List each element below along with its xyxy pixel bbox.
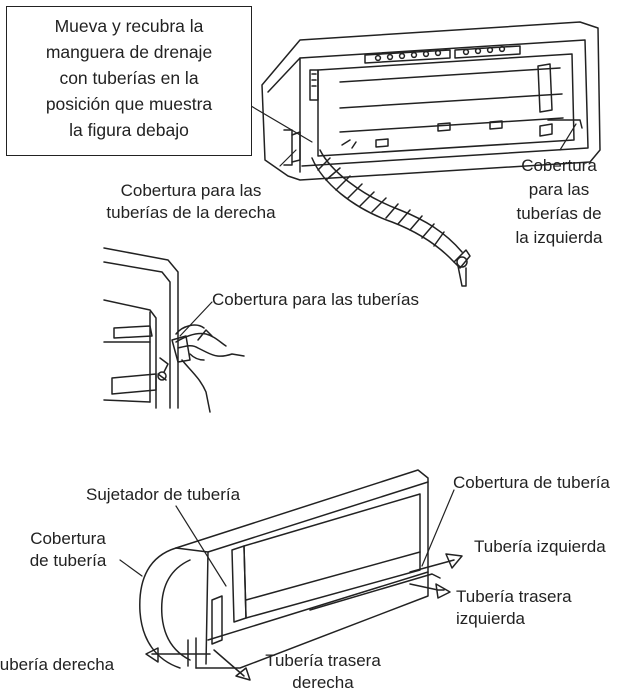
left-pipe-label: Tubería izquierda (474, 537, 606, 556)
pipe-clip-label: Sujetador de tubería (86, 485, 241, 504)
rear-left-pipe-label: Tubería trasera izquierda (456, 586, 572, 630)
right-pipe-cover-label: Cobertura para las tuberías de la derech… (88, 180, 294, 224)
rear-right-pipe-label: Tubería trasera derecha (258, 650, 388, 694)
cover-removal-detail (103, 247, 245, 413)
rear-right-line-1: Tubería trasera (265, 651, 381, 670)
pipe-direction-view (139, 469, 463, 681)
note-line-2: manguera de drenaje (45, 42, 213, 62)
rear-left-line-1: Tubería trasera (456, 587, 572, 606)
indoor-unit-rear-view (261, 21, 601, 287)
rear-left-line-2: izquierda (456, 609, 525, 628)
rear-right-line-2: derecha (292, 673, 354, 692)
pipe-cover-side-line-1: Cobertura (30, 529, 106, 548)
pipe-cover-top-label: Cobertura de tubería (453, 473, 610, 492)
instruction-note-box: Mueva y recubra la manguera de drenaje c… (6, 6, 252, 156)
left-pipe-cover-line-1: Cobertura (521, 156, 597, 175)
left-pipe-cover-label: Cobertura para las tuberías de la izquie… (496, 154, 622, 250)
pipe-cover-label: Cobertura para las tuberías (212, 290, 419, 309)
right-pipe-cover-line-1: Cobertura para las (120, 181, 262, 200)
left-pipe-cover-line-3: tuberías de (516, 204, 602, 223)
pipe-cover-side-line-2: de tubería (29, 551, 107, 570)
note-line-3: con tuberías en la (59, 68, 199, 88)
left-pipe-cover-line-4: la izquierda (515, 228, 603, 247)
note-line-1: Mueva y recubra la (54, 16, 204, 36)
note-line-5: la figura debajo (69, 120, 189, 140)
right-pipe-cover-line-2: tuberías de la derecha (106, 203, 276, 222)
pipe-cover-side-label: Cobertura de tubería (18, 528, 118, 572)
note-line-4: posición que muestra (45, 94, 213, 114)
right-pipe-label: Tubería derecha (0, 655, 115, 674)
left-pipe-cover-line-2: para las (528, 180, 590, 199)
